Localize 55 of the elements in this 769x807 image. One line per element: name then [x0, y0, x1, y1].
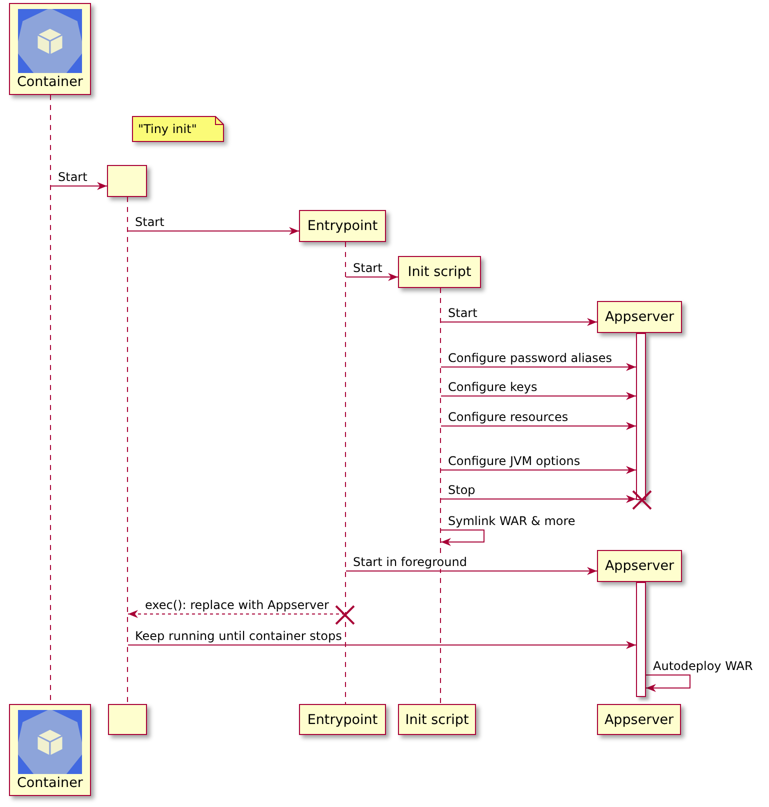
message-arrow — [128, 641, 636, 649]
participant-name: Appserver — [604, 309, 674, 325]
message-arrow — [50, 182, 108, 190]
message-label: exec(): replace with Appserver — [144, 598, 330, 612]
note-text: "Tiny init" — [138, 122, 197, 136]
message-arrow — [346, 567, 598, 575]
participant-name: Container — [17, 774, 83, 790]
message-arrow — [346, 273, 398, 281]
message-label: Stop — [447, 483, 476, 497]
message-label: Configure keys — [447, 380, 538, 394]
message-label: Symlink WAR & more — [447, 514, 576, 528]
lifeline — [345, 242, 346, 704]
participant-name: Init script — [405, 712, 469, 728]
participant-box — [9, 704, 91, 796]
message-label: Configure resources — [447, 410, 570, 424]
message-label: Start — [134, 215, 166, 229]
participant-name: Entrypoint — [307, 712, 378, 728]
participant-name: Init script — [408, 264, 472, 280]
participant-box — [9, 3, 91, 95]
participant-box — [107, 165, 147, 197]
participant-box — [597, 550, 682, 582]
participant-box — [299, 704, 386, 735]
participant-name: Container — [17, 74, 83, 90]
message-arrow — [440, 422, 636, 430]
message-label: Start — [447, 306, 478, 320]
message-label: Start in foreground — [352, 555, 468, 569]
participant-box — [108, 704, 147, 735]
message-label: Configure password aliases — [447, 351, 614, 365]
participant-box — [398, 704, 476, 735]
message-arrow — [440, 495, 636, 503]
message-arrow — [128, 227, 300, 235]
message-arrow — [128, 610, 346, 618]
participant-name: Appserver — [604, 558, 674, 574]
activation-bar — [636, 582, 646, 697]
participant-box — [597, 704, 681, 735]
message-arrow — [440, 318, 598, 326]
activation-bar — [636, 333, 646, 500]
note — [132, 116, 224, 142]
message-label: Autodeploy WAR — [652, 659, 754, 673]
message-label: Start — [352, 261, 384, 275]
self-message-arrow — [646, 674, 690, 692]
self-message-arrow — [440, 530, 484, 546]
message-arrow — [440, 363, 636, 371]
message-arrow — [440, 466, 636, 474]
participant-box — [398, 256, 481, 288]
lifeline — [127, 197, 128, 704]
lifeline — [440, 288, 441, 704]
participant-name: Entrypoint — [307, 218, 378, 234]
message-label: Configure JVM options — [447, 454, 582, 468]
participant-box — [597, 301, 682, 333]
message-arrow — [440, 392, 636, 400]
participant-name: Appserver — [604, 712, 674, 728]
participant-box — [299, 210, 386, 242]
message-label: Start — [57, 170, 88, 184]
message-label: Keep running until container stops — [134, 629, 343, 643]
